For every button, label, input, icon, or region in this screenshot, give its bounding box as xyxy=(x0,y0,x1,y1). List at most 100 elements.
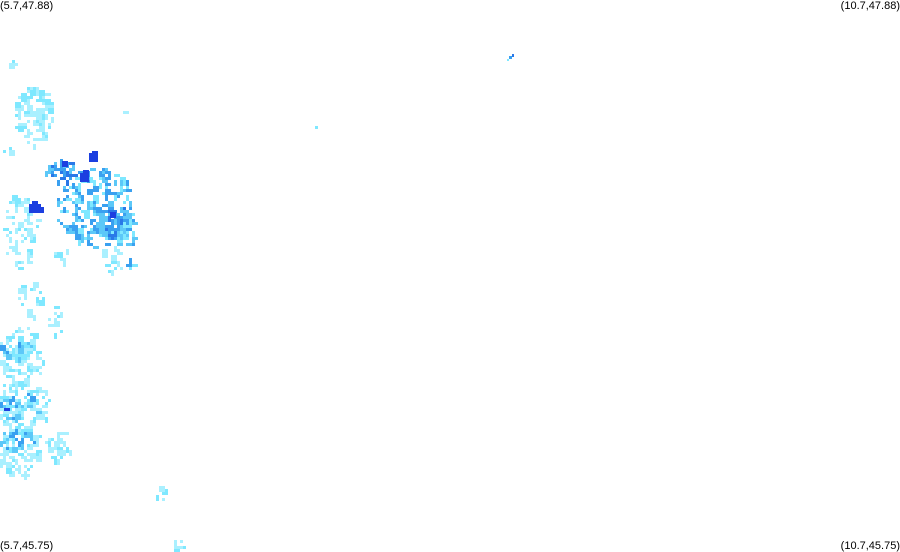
precip-cell xyxy=(36,450,42,453)
precip-cell xyxy=(12,420,15,423)
precip-cell xyxy=(129,222,132,228)
precip-cell xyxy=(42,120,45,123)
precip-cell xyxy=(39,291,42,294)
precip-cell xyxy=(123,180,126,186)
precip-cell xyxy=(90,168,96,171)
precip-cell xyxy=(123,207,126,210)
precip-cell xyxy=(21,126,27,129)
precip-cell xyxy=(87,240,90,246)
precip-cell xyxy=(54,318,57,321)
precip-cell xyxy=(15,417,18,423)
precip-cell xyxy=(9,339,12,342)
precip-cell xyxy=(3,432,6,435)
precip-cell xyxy=(3,450,9,456)
precip-cell xyxy=(33,441,36,444)
precip-cell xyxy=(114,258,117,261)
precip-cell xyxy=(114,174,120,177)
precip-cell xyxy=(42,96,45,99)
precip-cell xyxy=(30,309,33,312)
precip-cell xyxy=(105,264,111,267)
precip-cell xyxy=(33,333,39,339)
precip-cell xyxy=(0,414,3,417)
precip-cell xyxy=(33,444,39,447)
precip-cell xyxy=(15,468,21,471)
precip-cell xyxy=(117,222,120,225)
precip-cell xyxy=(18,327,21,333)
precip-cell xyxy=(162,498,165,501)
precip-cell xyxy=(27,90,30,93)
precip-cell xyxy=(18,228,21,231)
precip-cell xyxy=(3,369,6,375)
precip-cell xyxy=(42,99,48,102)
precip-cell xyxy=(18,351,21,354)
precip-cell xyxy=(39,138,42,141)
precip-cell xyxy=(93,246,99,249)
precip-cell xyxy=(63,264,66,267)
precip-cell xyxy=(75,198,81,204)
precip-cell xyxy=(80,173,89,182)
precip-cell xyxy=(27,129,30,132)
precip-cell xyxy=(9,447,12,453)
precip-cell xyxy=(69,171,72,174)
precip-cell xyxy=(57,198,60,201)
precip-cell xyxy=(27,453,33,456)
precip-cell xyxy=(93,228,99,231)
precip-cell xyxy=(69,177,72,180)
precip-cell xyxy=(57,219,60,222)
precip-cell xyxy=(105,189,111,195)
precip-cell xyxy=(15,231,18,234)
precip-cell xyxy=(24,219,27,222)
precip-cell xyxy=(30,114,36,117)
precip-cell xyxy=(72,201,75,204)
precip-cell xyxy=(30,444,33,450)
precip-cell xyxy=(57,168,60,171)
precip-cell xyxy=(159,489,162,492)
precip-cell xyxy=(174,540,177,543)
precip-cell xyxy=(180,546,183,549)
precip-cell xyxy=(102,252,105,258)
precip-cell xyxy=(93,189,96,192)
precip-cell xyxy=(105,195,108,198)
precip-cell xyxy=(15,408,18,411)
precip-cell xyxy=(12,150,15,156)
precip-cell xyxy=(6,366,9,372)
precip-cell xyxy=(54,162,57,165)
precip-cell xyxy=(87,234,90,240)
precip-cell xyxy=(105,252,108,258)
precip-cell xyxy=(27,309,30,312)
precip-cell xyxy=(108,174,111,177)
precip-cell xyxy=(81,195,84,198)
precip-cell xyxy=(9,246,12,249)
precip-cell xyxy=(27,351,33,354)
precip-cell xyxy=(105,171,111,174)
precip-cell xyxy=(42,111,45,114)
precip-cell xyxy=(54,333,57,339)
precip-cell xyxy=(66,195,69,198)
precip-cell xyxy=(9,366,12,369)
precip-cell xyxy=(114,228,117,231)
precip-cell xyxy=(6,351,9,354)
precip-cell xyxy=(3,399,9,402)
precip-cell xyxy=(24,207,30,213)
precip-cell xyxy=(39,123,42,126)
precip-cell xyxy=(6,375,12,378)
precip-cell xyxy=(33,144,36,150)
precip-cell xyxy=(69,228,72,231)
precip-cell xyxy=(12,459,15,462)
precip-cell xyxy=(27,375,30,378)
precip-cell xyxy=(60,171,63,174)
precip-cell xyxy=(60,312,63,318)
precip-cell xyxy=(21,96,27,99)
precip-cell xyxy=(12,396,15,402)
precip-cell xyxy=(24,237,27,240)
precip-cell xyxy=(36,366,42,369)
precip-cell xyxy=(30,390,33,396)
precip-cell xyxy=(66,198,69,201)
precip-cell xyxy=(27,435,33,438)
precip-cell xyxy=(63,186,66,189)
precip-cell xyxy=(105,225,111,228)
precip-cell xyxy=(57,315,60,318)
precip-cell xyxy=(30,396,33,402)
precip-cell xyxy=(9,351,12,354)
precip-cell xyxy=(105,177,111,180)
